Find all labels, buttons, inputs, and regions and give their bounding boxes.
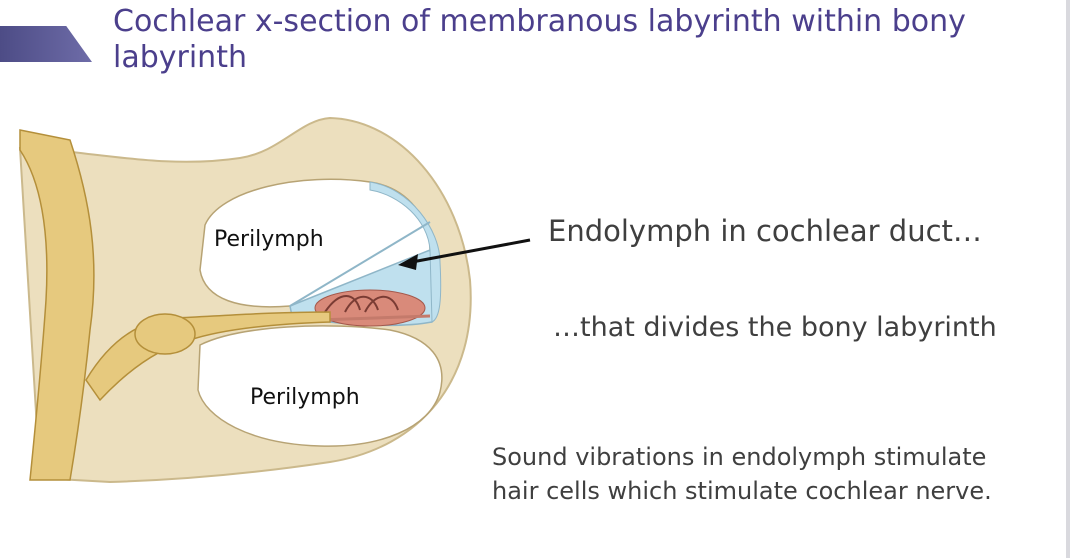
stria-vascularis (369, 181, 442, 323)
perilymph-upper-label: Perilymph (214, 227, 324, 252)
cochlear-nerve (19, 129, 95, 481)
perilymph-lower-label: Perilymph (250, 385, 360, 410)
slide-edge (1066, 0, 1070, 558)
scala-tympani (197, 325, 443, 447)
cochlea-diagram: Perilymph Perilymph (18, 116, 531, 484)
arrow-head (398, 254, 418, 270)
vestibular-membrane (289, 221, 431, 307)
endolymph-text: Endolymph in cochlear duct… (548, 214, 982, 248)
organ-of-corti (314, 289, 431, 327)
sound-vibrations-text: Sound vibrations in endolymph stimulate … (492, 440, 1052, 508)
sound-line-2: hair cells which stimulate cochlear nerv… (492, 477, 992, 505)
divides-text: …that divides the bony labyrinth (553, 312, 997, 343)
arrow-line (411, 238, 531, 264)
title-accent-tab (0, 26, 92, 62)
spiral-ganglion (134, 313, 196, 355)
slide-title: Cochlear x-section of membranous labyrin… (113, 4, 966, 75)
sound-line-1: Sound vibrations in endolymph stimulate (492, 443, 987, 471)
